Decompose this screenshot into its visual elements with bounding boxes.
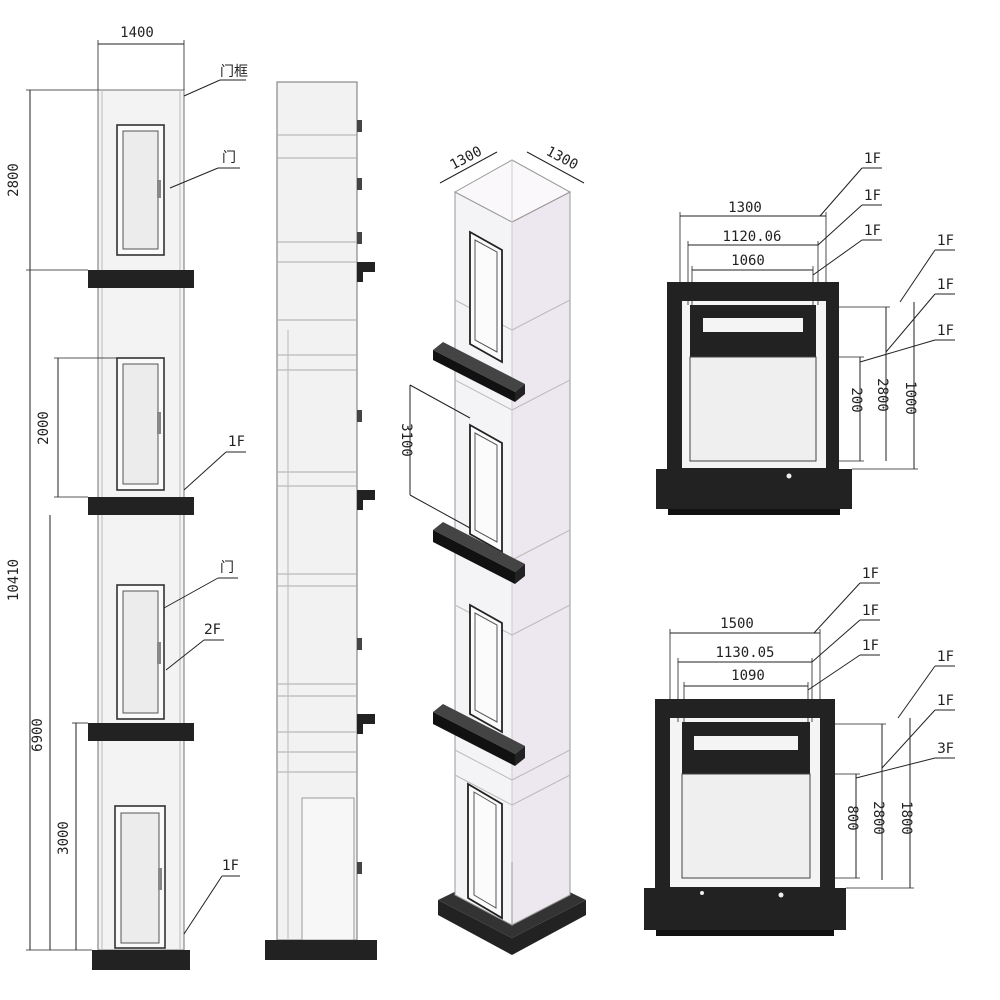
plan-top-label: 1F — [864, 188, 881, 204]
iso-slab — [433, 522, 525, 584]
front-width-dim: 1400 — [120, 25, 154, 41]
lower-height-dim: 3000 — [56, 821, 72, 855]
base-pit — [92, 950, 190, 970]
plan-bottom-label: 1F — [937, 693, 954, 709]
plan-bottom: 1500 1130.05 1090 800 2800 1800 1F 1F 1F… — [644, 566, 955, 936]
callout-bottom-1f: 1F — [222, 858, 239, 874]
plan-bottom-dim-800: 800 — [844, 805, 860, 830]
callout-2f: 2F — [204, 622, 221, 638]
iso-door — [469, 423, 503, 554]
iso-door — [467, 782, 503, 920]
front-elevation: 1400 2800 10410 2000 6900 3000 门框 门 1F 门 — [6, 25, 248, 970]
plan-bottom-label: 1F — [862, 603, 879, 619]
plan-bottom-label: 1F — [937, 649, 954, 665]
plan-bottom-label: 1F — [862, 566, 879, 582]
plan-top-overall-width: 1300 — [728, 200, 762, 216]
plan-top-dim-200: 200 — [848, 387, 864, 412]
iso-door — [469, 230, 503, 364]
landing-slab — [88, 497, 194, 515]
plan-top-inner-width: 1120.06 — [722, 229, 781, 245]
plan-top-label: 1F — [937, 277, 954, 293]
plan-bottom-dim-2800: 2800 — [870, 801, 886, 835]
plan-bottom-label: 3F — [937, 741, 954, 757]
plan-top-label: 1F — [864, 151, 881, 167]
total-height-dim: 10410 — [6, 559, 22, 601]
plan-top-label: 1F — [937, 233, 954, 249]
plan-top-label: 1F — [864, 223, 881, 239]
callout-door-top: 门 — [222, 150, 236, 166]
top-height-dim: 2800 — [6, 163, 22, 197]
door-top — [116, 124, 165, 256]
mid-height-dim: 6900 — [30, 718, 46, 752]
door-third — [116, 584, 165, 720]
iso-door — [469, 603, 503, 734]
door-second — [116, 357, 165, 491]
landing-slab — [88, 270, 194, 288]
isometric-view: 1300 1300 3100 — [398, 143, 586, 955]
plan-bottom-door-width: 1090 — [731, 668, 765, 684]
side-base — [265, 940, 377, 960]
callout-door-frame: 门框 — [220, 64, 248, 80]
plan-bottom-inner-width: 1130.05 — [715, 645, 774, 661]
plan-bottom-overall-width: 1500 — [720, 616, 754, 632]
iso-slab — [433, 342, 525, 402]
callout-door-mid: 门 — [220, 560, 234, 576]
iso-slab — [433, 704, 525, 766]
iso-depth-dim: 1300 — [543, 143, 580, 173]
plan-top-dim-2800: 2800 — [874, 378, 890, 412]
plan-top-label: 1F — [937, 323, 954, 339]
callout-1f: 1F — [228, 434, 245, 450]
landing-slab — [88, 723, 194, 741]
plan-top-dim-1000: 1000 — [902, 381, 918, 415]
floor-height-dim: 2000 — [36, 411, 52, 445]
side-elevation — [265, 81, 377, 960]
plan-bottom-dim-1800: 1800 — [898, 801, 914, 835]
plan-top: 1300 1120.06 1060 200 2800 1000 1F 1F 1F… — [656, 151, 955, 515]
plan-top-door-width: 1060 — [731, 253, 765, 269]
door-bottom — [114, 805, 166, 949]
plan-bottom-label: 1F — [862, 638, 879, 654]
iso-floor-height-dim: 3100 — [398, 423, 414, 457]
